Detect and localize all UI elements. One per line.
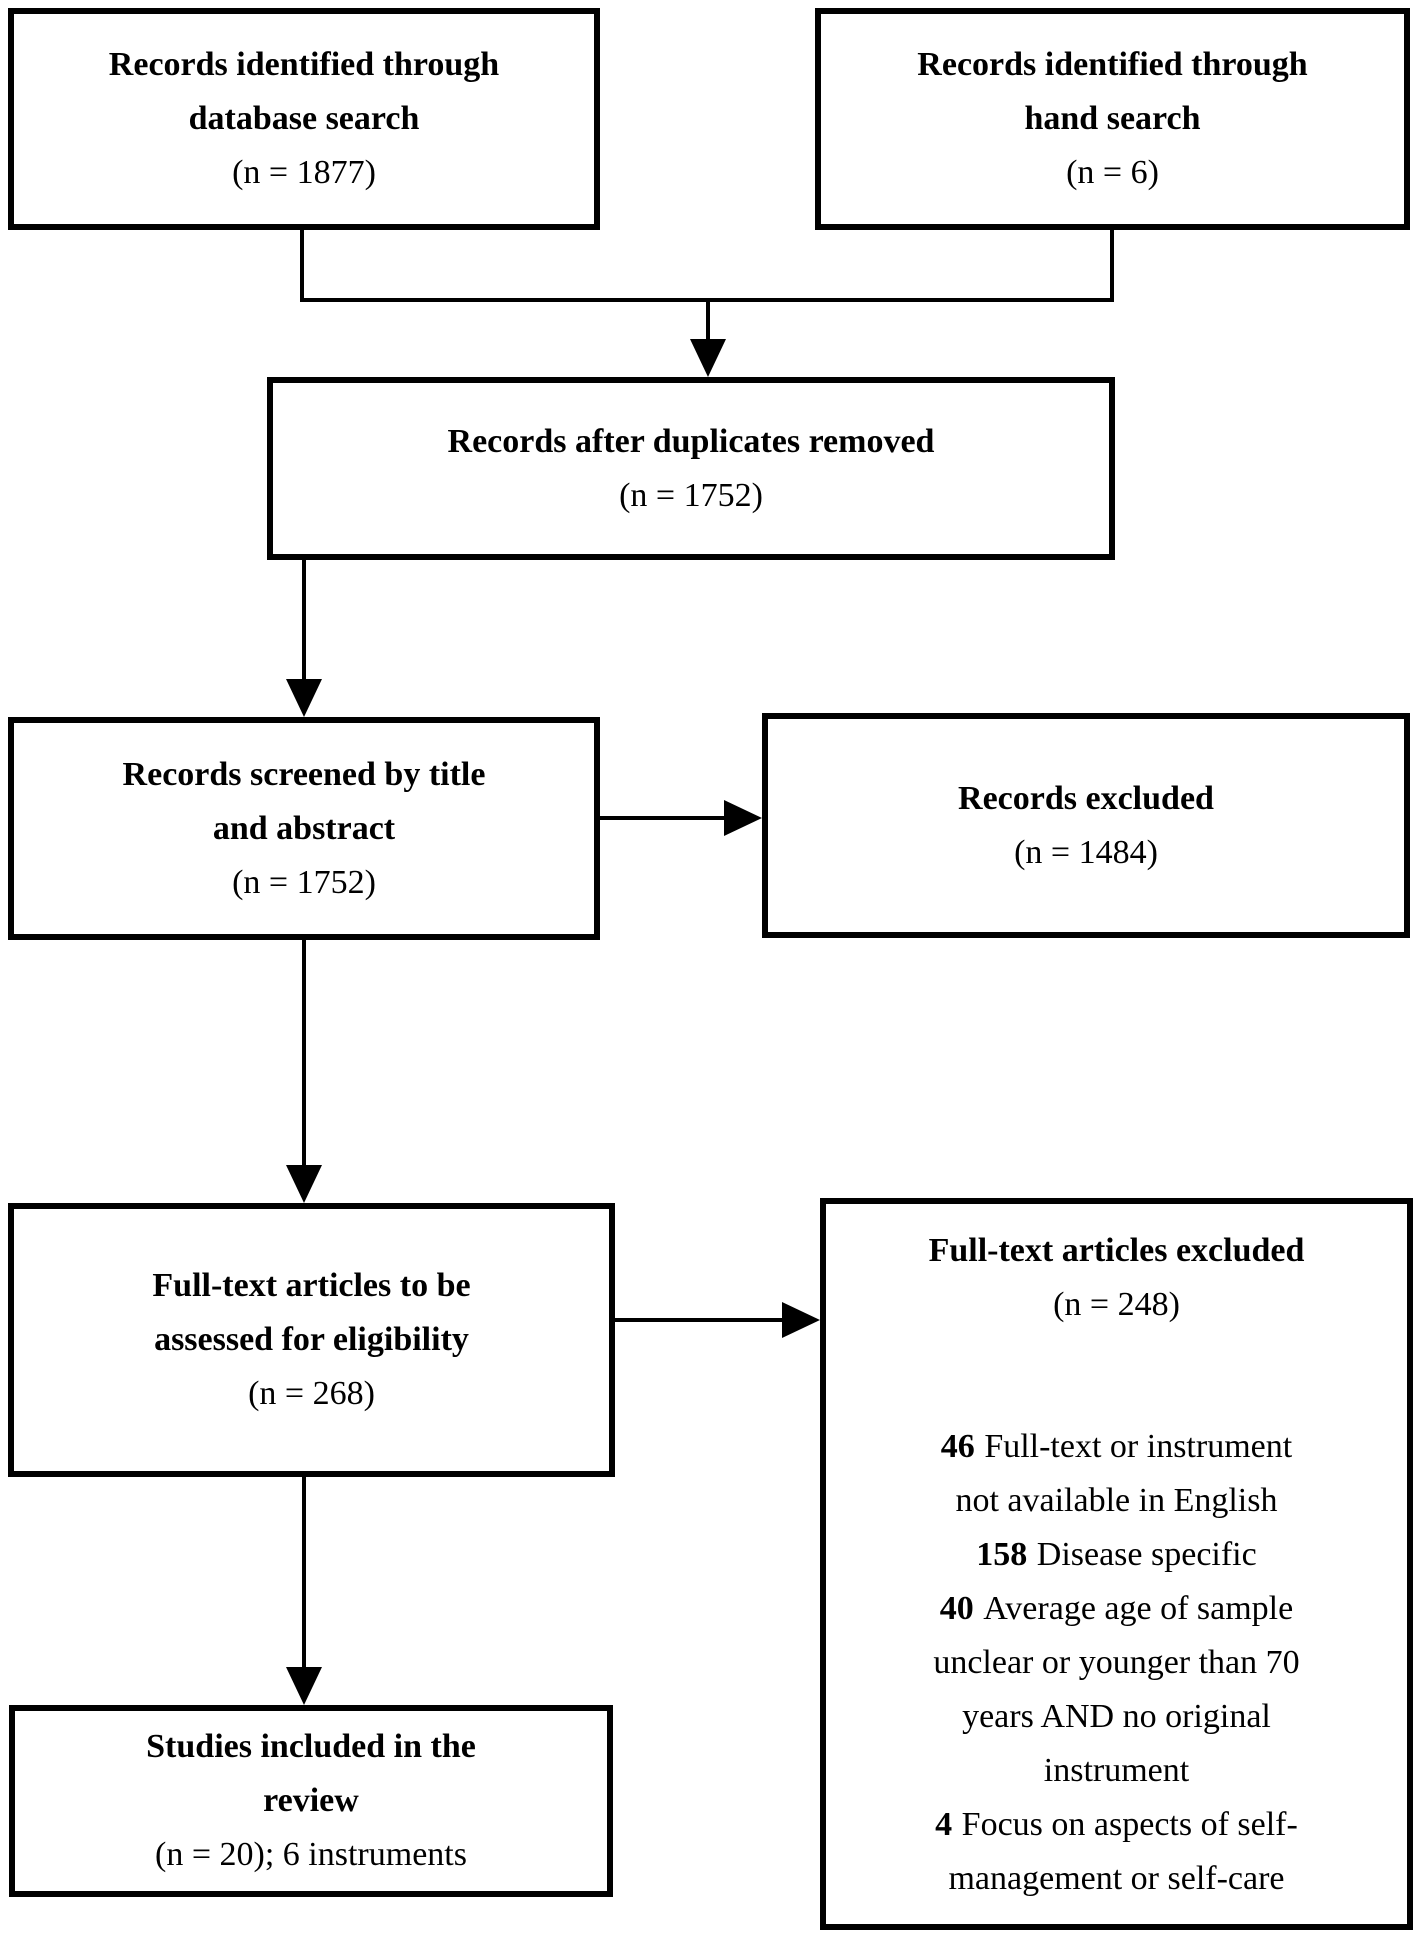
box-title-line: Records identified through — [917, 46, 1308, 83]
box-title-line: review — [263, 1782, 359, 1819]
reason-count: 40 — [939, 1590, 974, 1627]
reason-text: Focus on aspects of self- — [961, 1806, 1298, 1843]
box-title-line: assessed for eligibility — [154, 1321, 469, 1358]
box-title-line: hand search — [1024, 100, 1201, 137]
reason-count: 4 — [935, 1806, 953, 1843]
exclusion-reason-line: not available in English — [933, 1474, 1299, 1528]
box-studies-included: Studies included in the review (n = 20);… — [9, 1705, 613, 1897]
reason-text: unclear or younger than 70 — [933, 1644, 1300, 1681]
box-title-line: Records after duplicates removed — [447, 422, 935, 460]
box-records-database-search: Records identified through database sear… — [8, 8, 600, 230]
reason-text: instrument — [1043, 1752, 1190, 1789]
box-title-line: Studies included in the — [146, 1728, 476, 1765]
box-title-line: Full-text articles excluded — [928, 1232, 1305, 1269]
arrowhead-into-duplicates — [690, 339, 726, 377]
exclusion-reason-line: years AND no original — [933, 1690, 1299, 1744]
box-count: (n = 6) — [1066, 154, 1159, 191]
box-count: (n = 248) — [1053, 1286, 1180, 1323]
reason-count: 158 — [976, 1536, 1028, 1573]
exclusion-reason-line: instrument — [933, 1744, 1299, 1798]
box-title-line: Records identified through — [108, 46, 500, 83]
box-records-excluded: Records excluded (n = 1484) — [762, 713, 1410, 938]
connector-fulltext-to-excluded — [615, 1318, 787, 1322]
connector-duplicates-to-screened — [302, 560, 306, 684]
arrowhead-into-fulltext-excluded — [782, 1302, 820, 1338]
box-count: (n = 1484) — [1014, 833, 1158, 871]
box-count: (n = 1752) — [232, 863, 376, 901]
reason-text: not available in English — [955, 1482, 1278, 1519]
connector-screened-to-fulltext — [302, 940, 306, 1170]
connector-db-search-down — [300, 230, 304, 302]
box-count: (n = 268) — [248, 1375, 375, 1412]
box-title-line: Records screened by title — [122, 755, 486, 793]
arrowhead-into-included — [286, 1667, 322, 1705]
box-count: (n = 1752) — [619, 476, 763, 514]
box-fulltext-excluded: Full-text articles excluded (n = 248) 46… — [820, 1198, 1413, 1930]
reason-text: management or self-care — [948, 1860, 1285, 1897]
arrowhead-into-screened — [286, 679, 322, 717]
connector-fulltext-to-included — [302, 1477, 306, 1672]
connector-hand-search-down — [1110, 230, 1114, 302]
box-title-line: database search — [188, 100, 420, 137]
reason-text: Average age of sample — [983, 1590, 1294, 1627]
box-records-hand-search: Records identified through hand search (… — [815, 8, 1410, 230]
box-title-line: Records excluded — [958, 779, 1214, 817]
reason-text: Full-text or instrument — [984, 1428, 1293, 1465]
box-fulltext-assessed: Full-text articles to be assessed for el… — [8, 1203, 615, 1477]
box-records-screened: Records screened by title and abstract (… — [8, 717, 600, 940]
connector-merge-to-duplicates — [706, 298, 710, 344]
box-count: (n = 1877) — [232, 154, 376, 191]
box-title-line: and abstract — [212, 809, 396, 847]
arrowhead-into-fulltext — [286, 1165, 322, 1203]
reason-text: Disease specific — [1036, 1536, 1257, 1573]
reason-text: years AND no original — [962, 1698, 1271, 1735]
arrowhead-into-records-excluded — [724, 800, 762, 836]
box-title-line: Full-text articles to be — [152, 1267, 471, 1304]
box-count: (n = 20); 6 instruments — [155, 1836, 467, 1873]
exclusion-reason-line: unclear or younger than 70 — [933, 1636, 1299, 1690]
box-records-after-duplicates-removed: Records after duplicates removed (n = 17… — [267, 377, 1115, 560]
reason-count: 46 — [940, 1428, 975, 1465]
connector-screened-to-excluded — [600, 816, 730, 820]
exclusion-reason-line: management or self-care — [933, 1852, 1299, 1906]
